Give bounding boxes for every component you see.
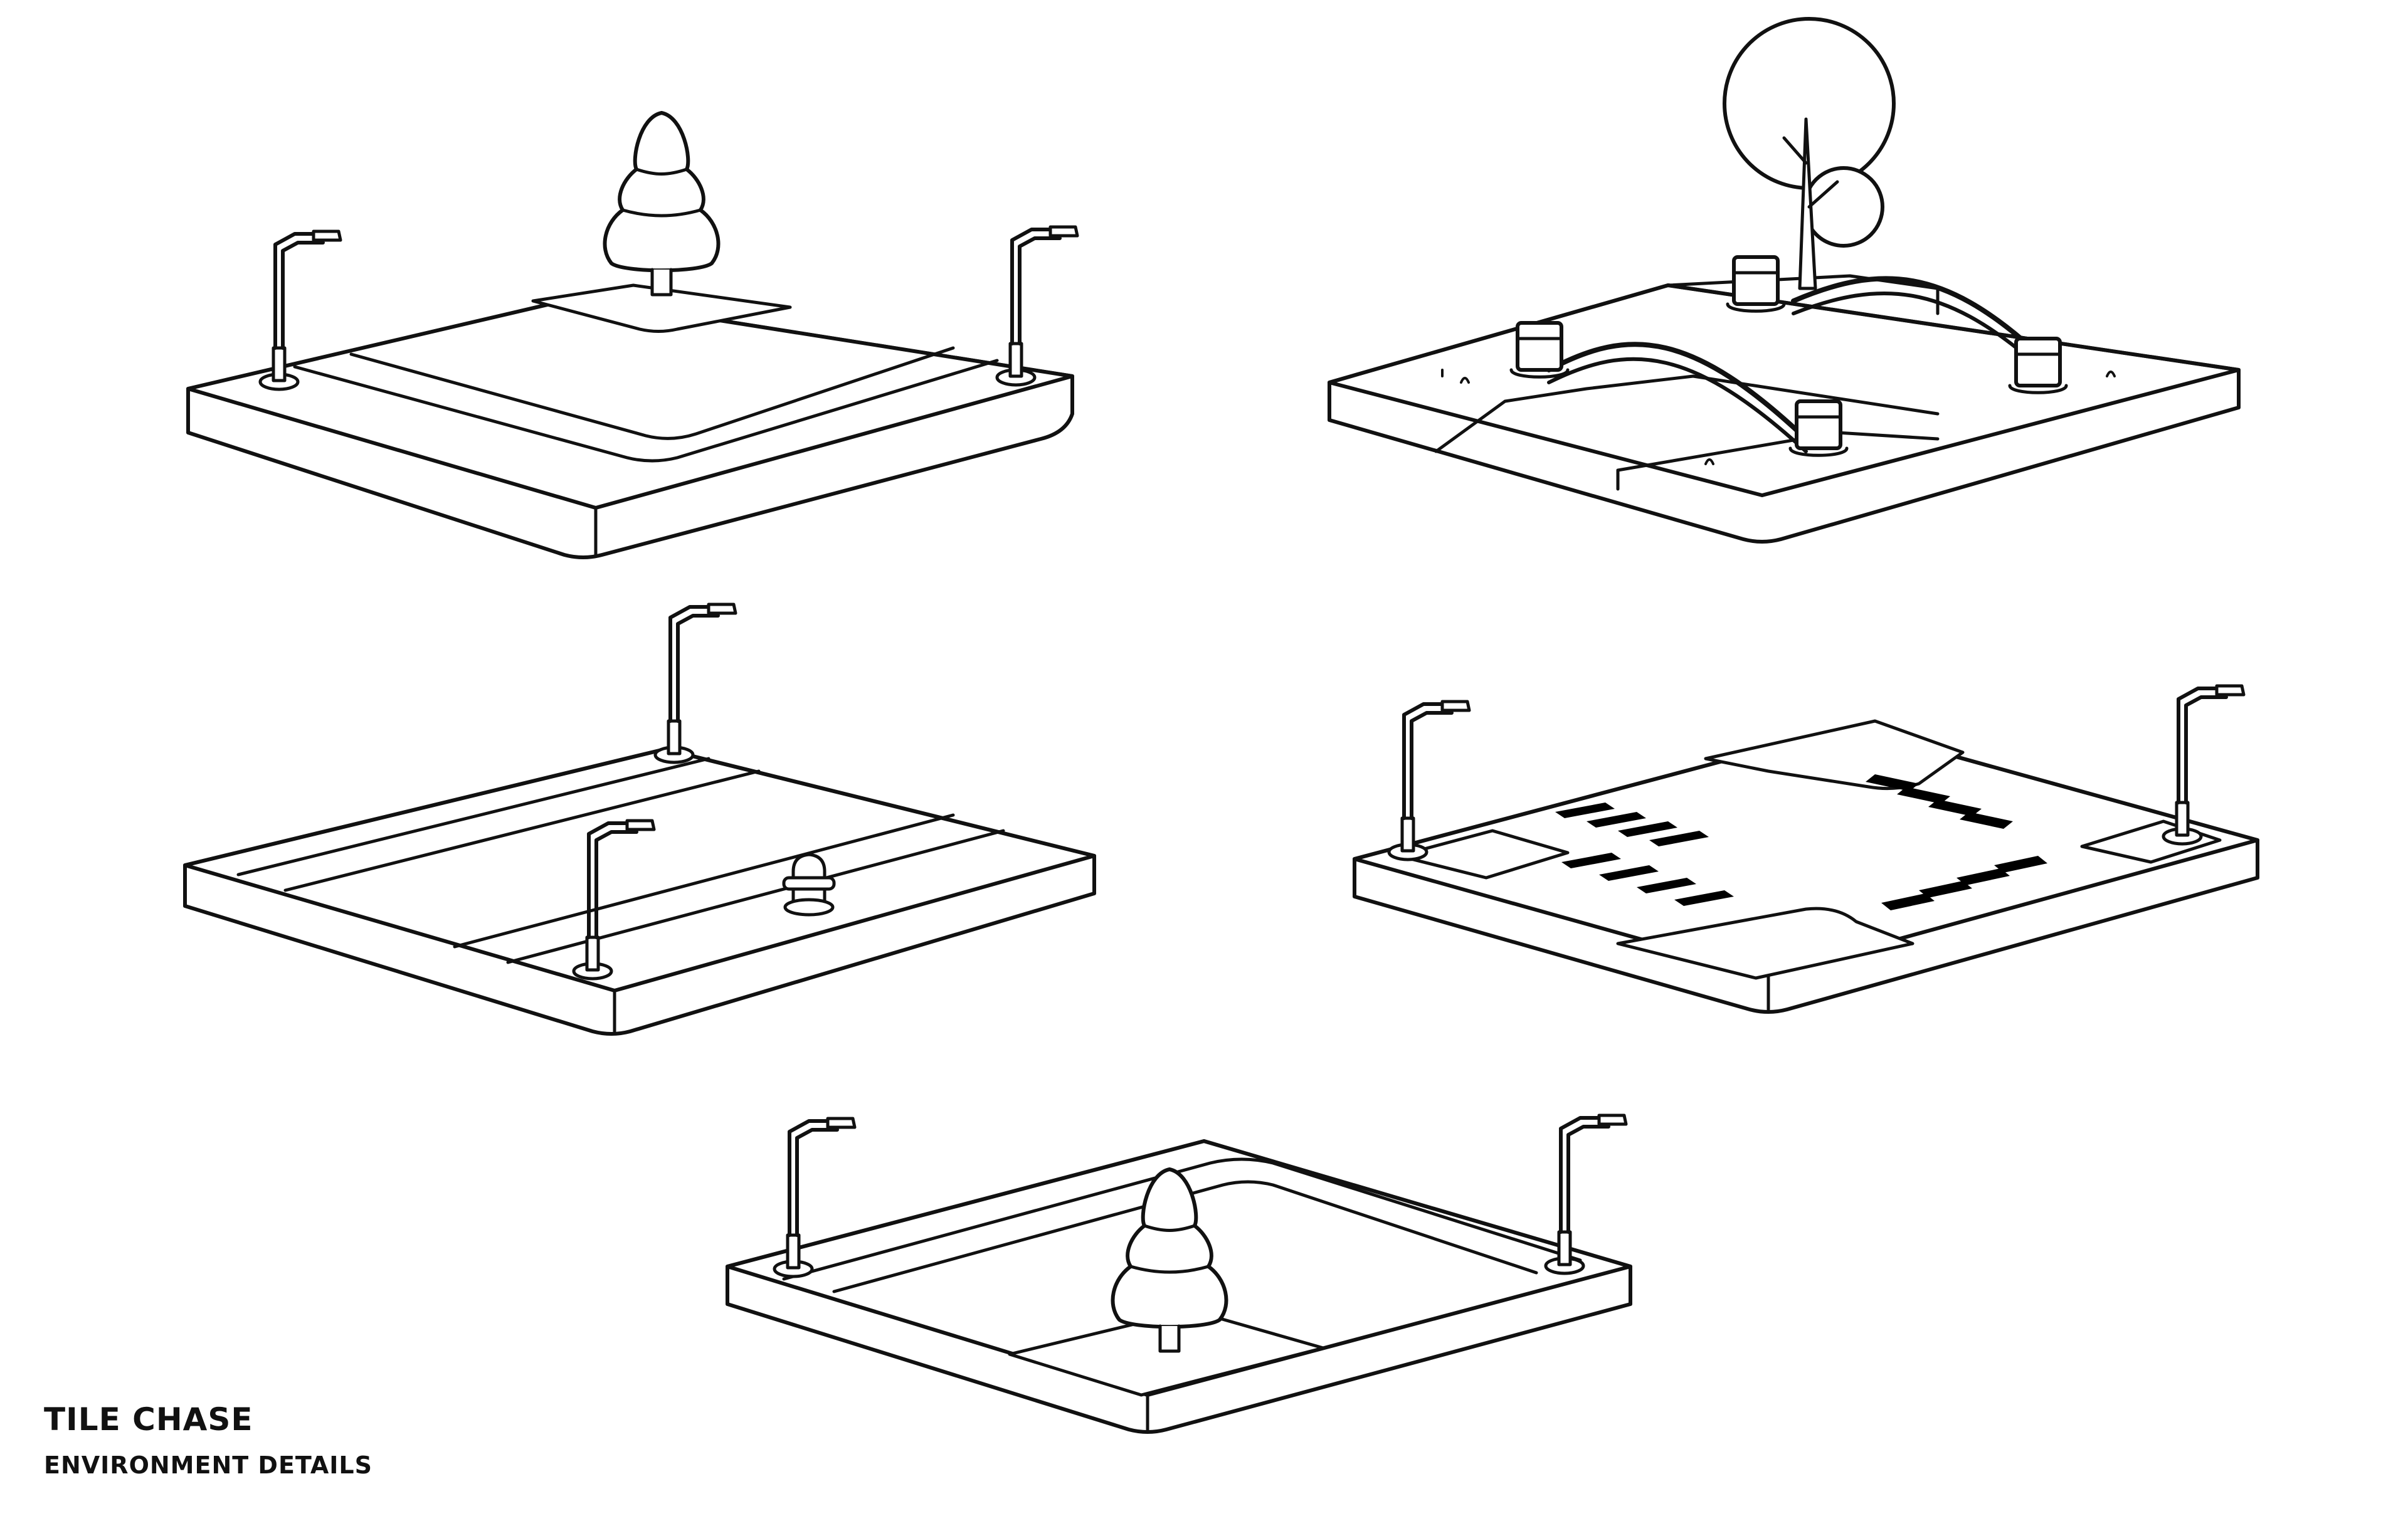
sheet-title: TILE CHASE [44, 1401, 253, 1438]
fire-hydrant [782, 853, 836, 917]
tile-plaza-tree [726, 1115, 1632, 1434]
crosswalk-stripes [1555, 774, 2047, 910]
sheet-subtitle: ENVIRONMENT DETAILS [44, 1451, 373, 1479]
tile-corner-tree [186, 113, 1077, 559]
tile-bridge-park [1328, 17, 2241, 544]
tile-crosswalk-intersection [1353, 686, 2259, 1014]
tile-straight-road [183, 604, 1096, 1036]
